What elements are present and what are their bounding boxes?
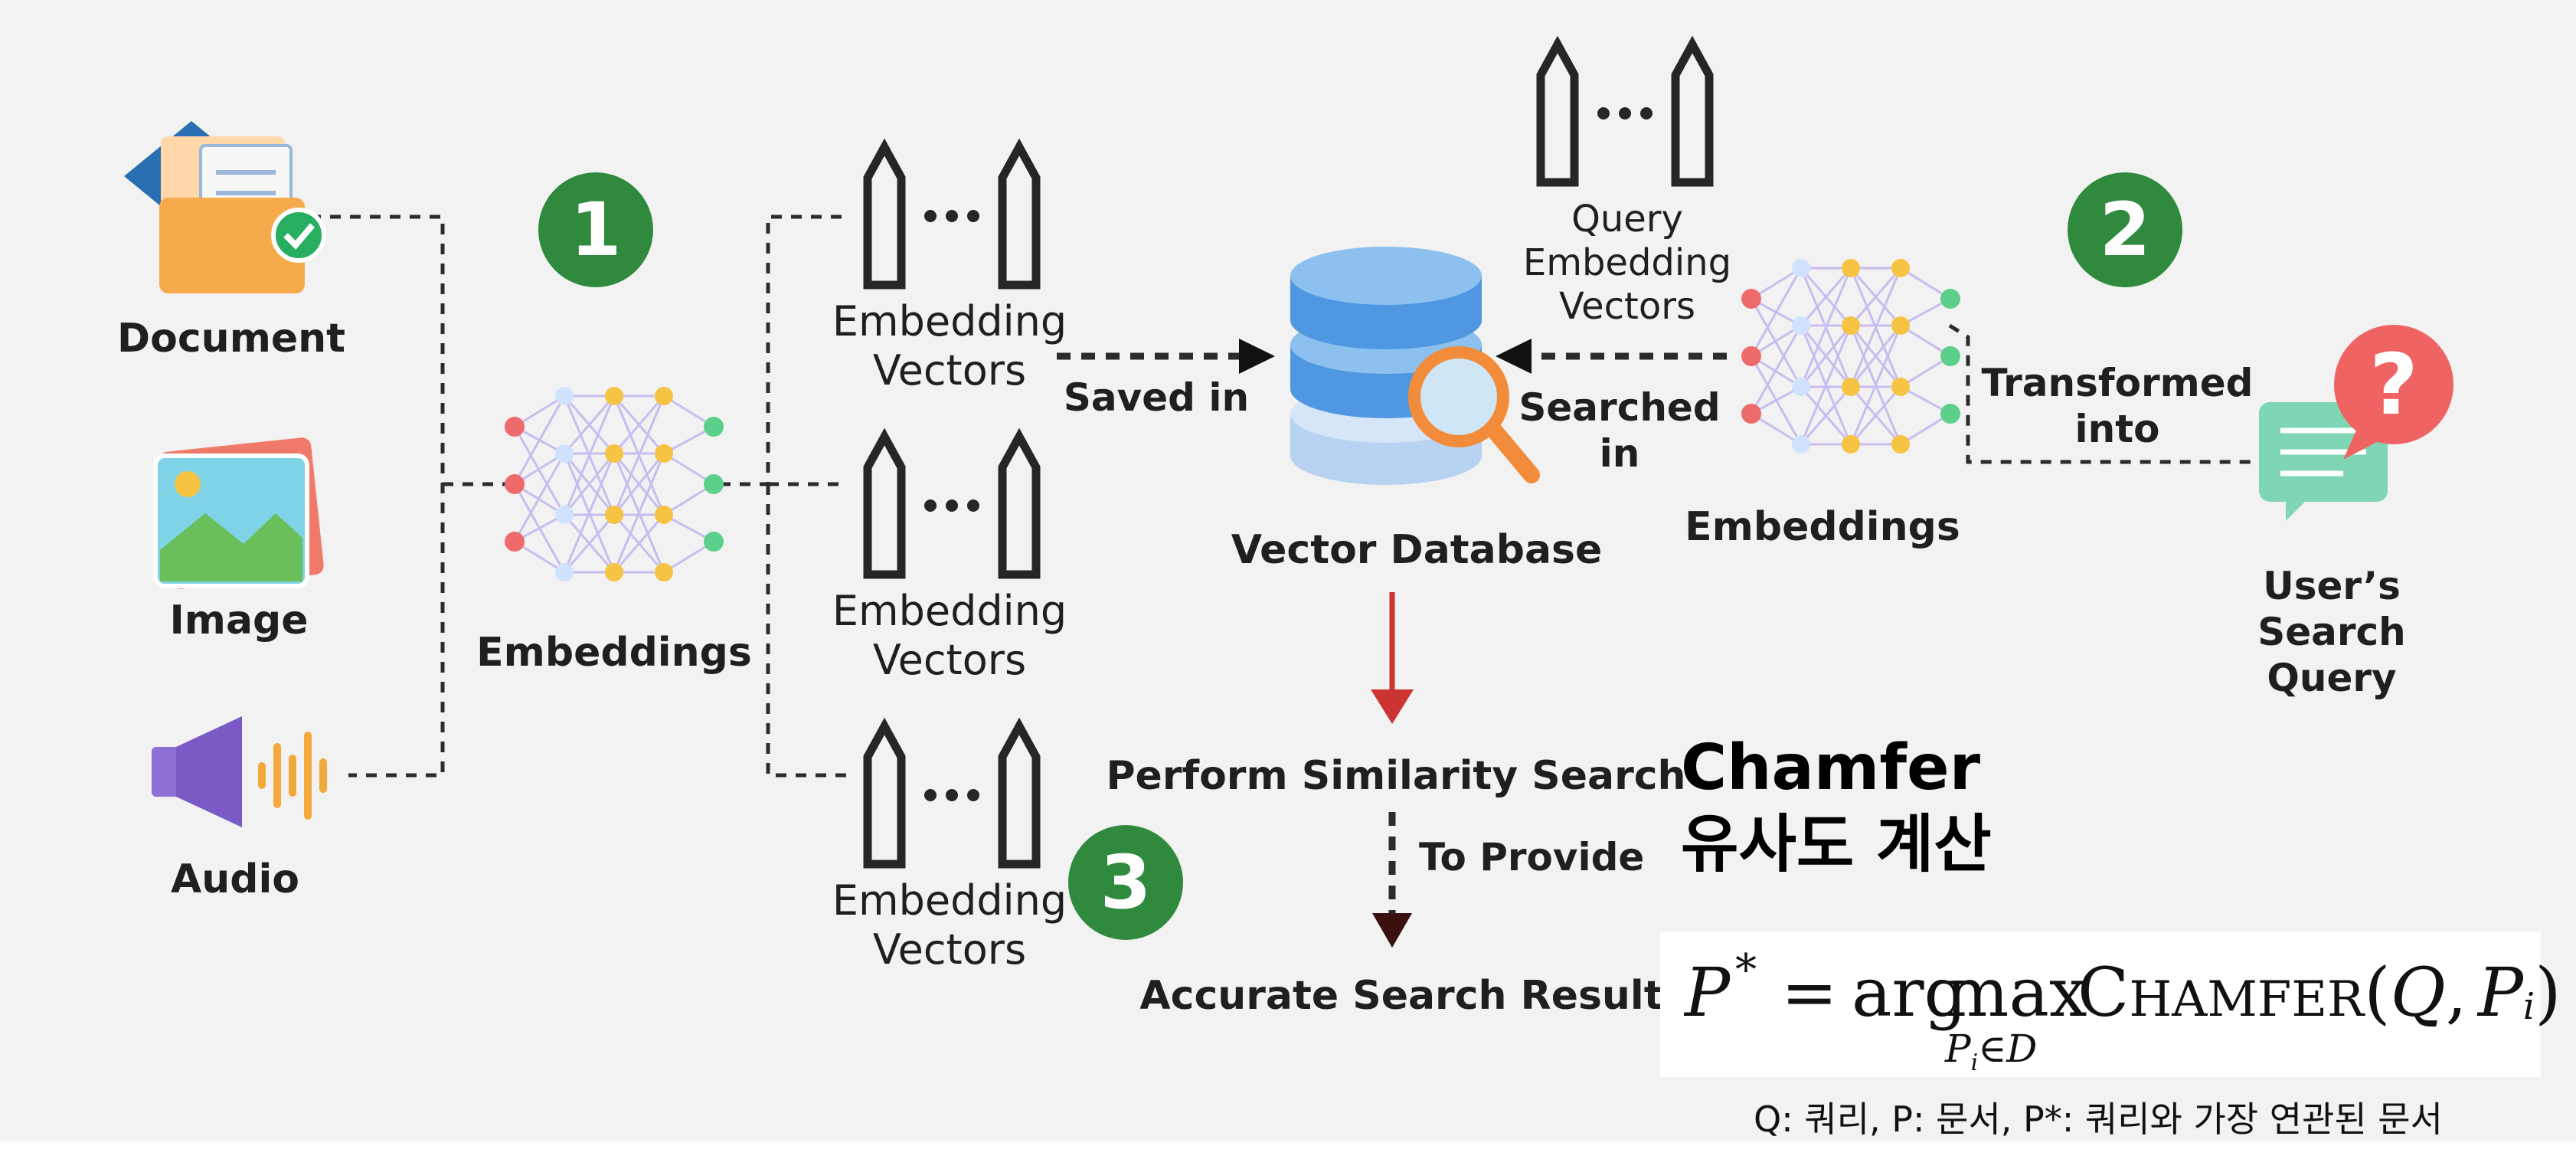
svg-text:?: ? bbox=[2369, 336, 2418, 434]
formula-equals: = bbox=[1781, 953, 1838, 1032]
vector-icon-top bbox=[868, 147, 1036, 285]
vectors-bottom-line-1: Embedding bbox=[832, 876, 1067, 925]
user-query-line-2: Search bbox=[2257, 610, 2406, 654]
chamfer-title-line-1: Chamfer bbox=[1681, 732, 1981, 804]
document-label: Document bbox=[116, 316, 346, 362]
formula-fn-rest: HAMFER bbox=[2129, 971, 2365, 1028]
formula-star: * bbox=[1735, 945, 1757, 995]
step-1-badge: 1 bbox=[538, 172, 653, 287]
searched-in-line-1: Searched bbox=[1518, 385, 1721, 430]
document-icon bbox=[124, 121, 326, 293]
formula-close-paren: ) bbox=[2535, 953, 2561, 1032]
vectors-bottom-line-2: Vectors bbox=[872, 925, 1027, 974]
searched-in-line-2: in bbox=[1599, 431, 1640, 476]
vectors-top-line-1: Embedding bbox=[832, 297, 1067, 345]
query-vectors-line-2: Embedding bbox=[1522, 241, 1732, 284]
transformed-into-line-1: Transformed bbox=[1981, 361, 2254, 405]
query-vectors-line-1: Query bbox=[1571, 198, 1683, 241]
query-vectors-label: Query Embedding Vectors bbox=[1523, 198, 1731, 329]
formula-lhs: P bbox=[1685, 953, 1731, 1032]
vectors-top-line-2: Vectors bbox=[872, 346, 1027, 395]
step-2-badge: 2 bbox=[2068, 172, 2182, 287]
formula-comma: , bbox=[2445, 953, 2467, 1032]
formula-subscript-p: P bbox=[1945, 1027, 1971, 1071]
vector-database-label: Vector Database bbox=[1231, 527, 1603, 573]
formula-open-paren: ( bbox=[2364, 953, 2391, 1032]
saved-in-arrowhead bbox=[1239, 339, 1275, 374]
query-vectors-line-3: Vectors bbox=[1559, 285, 1695, 328]
embeddings-left-label: Embeddings bbox=[476, 630, 752, 676]
input-connectors bbox=[310, 214, 2263, 778]
formula-subscript: Pi∈D bbox=[1945, 1027, 2037, 1076]
formula-subscript-set: D bbox=[2006, 1027, 2038, 1071]
user-query-line-3: Query bbox=[2267, 656, 2397, 700]
formula-subscript-i: i bbox=[1970, 1049, 1979, 1076]
user-query-label: User’s Search Query bbox=[2257, 563, 2406, 701]
query-vector-icon bbox=[1541, 44, 1709, 182]
chamfer-title-line-2: 유사도 계산 bbox=[1681, 808, 1992, 881]
transformed-into-line-2: into bbox=[2074, 407, 2160, 451]
embeddings-network-icon-right bbox=[1740, 257, 1962, 455]
to-provide-arrowhead bbox=[1372, 913, 1412, 948]
searched-in-arrowhead bbox=[1496, 339, 1532, 374]
search-query-icon: ? bbox=[2259, 325, 2453, 521]
formula-max: max bbox=[1945, 953, 2087, 1032]
formula-function: CHAMFER(Q,Pi) bbox=[2077, 953, 2561, 1032]
formula-fn-c: C bbox=[2077, 953, 2130, 1032]
to-provide-label: To Provide bbox=[1419, 835, 1645, 879]
chamfer-formula-box: P * = arg max Pi∈D CHAMFER(Q,Pi) bbox=[1660, 932, 2561, 1077]
red-arrowhead bbox=[1371, 689, 1414, 724]
formula-subscript-in: ∈ bbox=[1978, 1027, 2007, 1071]
dashed-arrow-lines bbox=[1057, 352, 1727, 915]
embeddings-network-icon-left bbox=[503, 385, 725, 583]
vectors-middle-line-2: Vectors bbox=[872, 636, 1027, 684]
audio-label: Audio bbox=[170, 856, 300, 902]
audio-icon bbox=[152, 716, 327, 827]
legend-note: Q: 쿼리, P: 문서, P*: 쿼리와 가장 연관된 문서 bbox=[1754, 1099, 2443, 1140]
vectors-top-label: Embedding Vectors bbox=[832, 297, 1067, 395]
embeddings-right-label: Embeddings bbox=[1685, 504, 1960, 550]
formula-q: Q bbox=[2390, 953, 2446, 1032]
user-query-line-1: User’s bbox=[2263, 564, 2401, 608]
searched-in-label: Searched in bbox=[1518, 385, 1720, 476]
formula-arg: arg bbox=[1852, 953, 1967, 1032]
vector-icon-middle bbox=[868, 437, 1036, 575]
image-icon bbox=[153, 437, 324, 589]
saved-in-label: Saved in bbox=[1063, 375, 1250, 420]
chamfer-title: Chamfer 유사도 계산 bbox=[1681, 730, 1992, 883]
step-3-badge: 3 bbox=[1068, 825, 1183, 940]
image-label: Image bbox=[169, 598, 309, 643]
search-result-label: Accurate Search Result bbox=[1139, 973, 1663, 1019]
vector-icon-bottom bbox=[868, 726, 1036, 864]
vectors-middle-line-1: Embedding bbox=[832, 587, 1067, 635]
similarity-search-label: Perform Similarity Search bbox=[1106, 753, 1686, 799]
formula-p: P bbox=[2477, 953, 2523, 1032]
formula-p-i: i bbox=[2522, 985, 2535, 1029]
transformed-into-label: Transformed into bbox=[1982, 360, 2254, 452]
vectors-bottom-label: Embedding Vectors bbox=[832, 876, 1067, 974]
vectors-middle-label: Embedding Vectors bbox=[832, 587, 1067, 685]
magnifier-icon bbox=[1408, 346, 1540, 483]
